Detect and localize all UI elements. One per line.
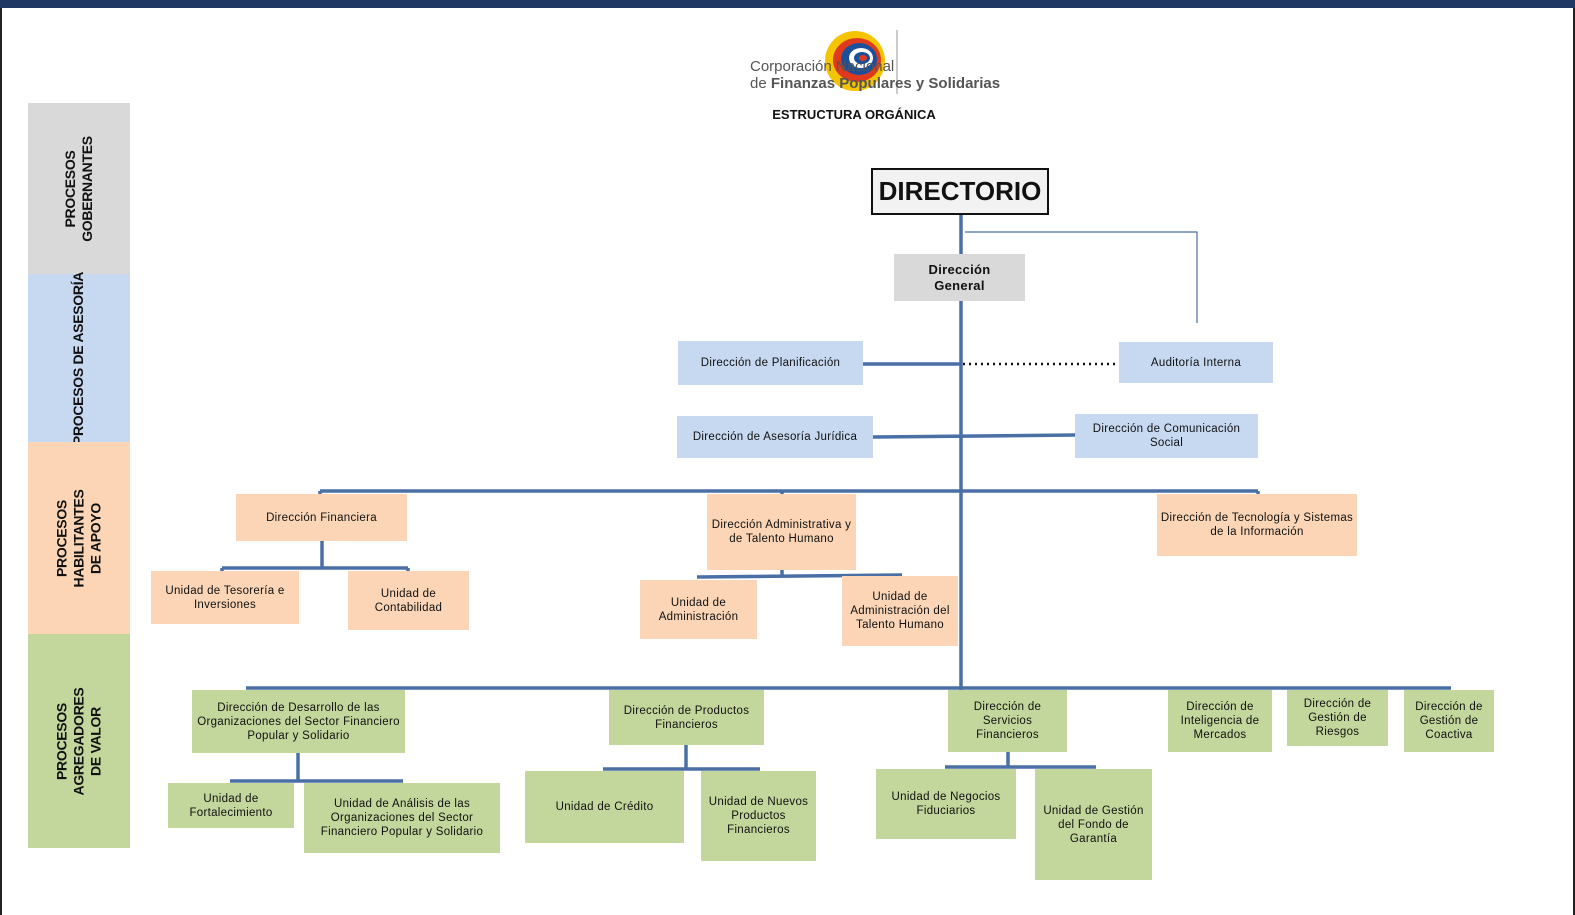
node-productos: Dirección de Productos Financieros [609,690,764,745]
node-negocios: Unidad de Negocios Fiduciarios [876,769,1016,839]
page-subtitle: ESTRUCTURA ORGÁNICA [772,107,936,122]
line-admin-children [696,573,903,579]
node-tesoreria: Unidad de Tesorería e Inversiones [151,571,299,624]
node-credito: Unidad de Crédito [525,771,684,843]
node-auditoria: Auditoría Interna [1119,342,1273,383]
node-direccion-general-label: Dirección General [928,261,991,293]
frame-border-right [1573,8,1575,915]
node-tecnologia: Dirección de Tecnología y Sistemas de la… [1157,494,1357,556]
org-name-bold: Finanzas Populares y Solidarias [770,75,1001,92]
band-asesoria: PROCESOS DE ASESORÍA [28,271,130,445]
node-riesgos: Dirección de Gestión de Riesgos [1287,690,1388,746]
cfn-logo [825,30,898,94]
node-financiera: Dirección Financiera [236,494,407,541]
node-direccion-general: Dirección General [894,254,1025,301]
node-contabilidad: Unidad de Contabilidad [348,571,469,630]
band-gobernantes: PROCESOS GOBERNANTES [28,103,130,274]
node-coactiva: Dirección de Gestión de Coactiva [1404,690,1494,752]
node-u-talento: Unidad de Administración del Talento Hum… [842,576,958,646]
frame-border-left [0,8,2,915]
org-name-line1: Corporación Nacional [750,58,895,75]
node-comunicacion: Dirección de Comunicación Social [1075,414,1258,458]
org-name-prefix: de [750,75,771,92]
node-administrativa: Dirección Administrativa y de Talento Hu… [707,494,856,570]
top-bar [0,0,1575,8]
node-desarrollo: Dirección de Desarrollo de las Organizac… [192,690,405,753]
band-valor: PROCESOS AGREGADORES DE VALOR [28,634,130,848]
node-servicios: Dirección de Servicios Financieros [948,690,1067,752]
node-juridica: Dirección de Asesoría Jurídica [677,416,873,458]
node-planificacion: Dirección de Planificación [678,341,863,385]
node-inteligencia: Dirección de Inteligencia de Mercados [1168,690,1272,752]
node-fortalecimiento: Unidad de Fortalecimiento [168,783,294,828]
node-directorio: DIRECTORIO [871,168,1049,215]
node-u-administracion: Unidad de Administración [640,580,757,639]
line-asesoria [871,433,1076,439]
node-analisis: Unidad de Análisis de las Organizaciones… [304,783,500,853]
band-apoyo: PROCESOS HABILITANTES DE APOYO [28,442,130,634]
node-nuevos: Unidad de Nuevos Productos Financieros [701,771,816,861]
org-name-line2: de Finanzas Populares y Solidarias [750,75,1000,92]
node-fondo: Unidad de Gestión del Fondo de Garantía [1035,769,1152,880]
line-auditoria-link [965,231,1198,323]
